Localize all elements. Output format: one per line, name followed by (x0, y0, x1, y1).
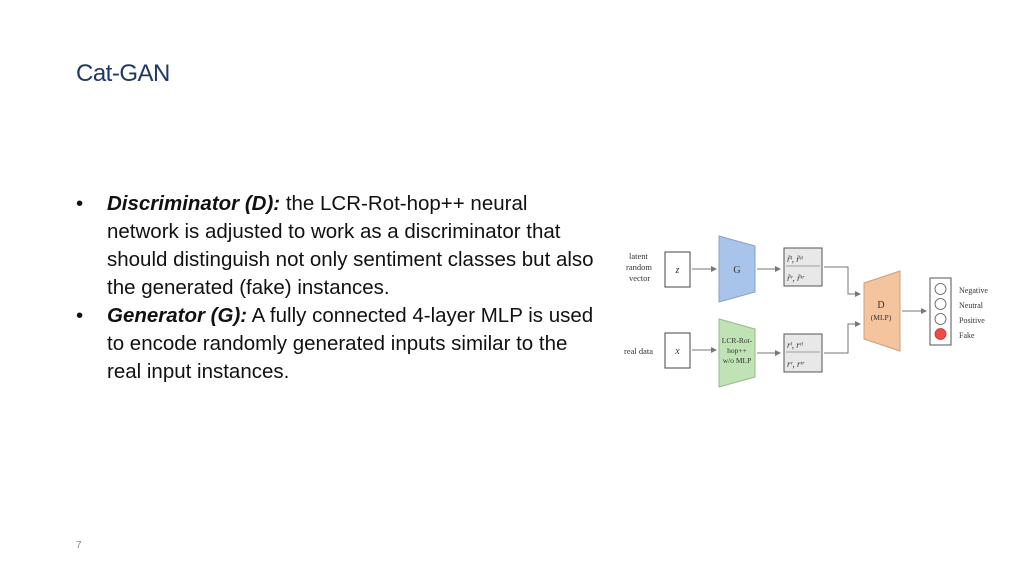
positive-node (934, 313, 947, 325)
page-number: 7 (76, 540, 82, 551)
x-symbol: x (674, 346, 680, 357)
neutral-node (934, 298, 947, 310)
svg-text:rˡ, rᵗˡ: rˡ, rᵗˡ (787, 340, 803, 350)
lcr-label-line: w/o MLP (723, 356, 752, 365)
connector (824, 321, 861, 354)
class-label: Negative (959, 286, 988, 295)
negative-node (934, 283, 947, 295)
svg-text:rʳ, rᵗʳ: rʳ, rᵗʳ (787, 359, 805, 369)
latent-label-line: latent (629, 251, 649, 261)
latent-label-line: vector (629, 273, 650, 283)
catgan-diagram: latent random vector real data z x G LCR… (624, 235, 988, 388)
svg-text:r̃ˡ, r̃ᵗˡ: r̃ˡ, r̃ᵗˡ (787, 254, 803, 264)
connector (824, 266, 861, 297)
lcr-block (718, 318, 756, 388)
svg-text:r̃ʳ, r̃ᵗʳ: r̃ʳ, r̃ᵗʳ (787, 273, 805, 283)
bullet-text: the LCR-Rot-hop++ neural network is adju… (107, 192, 594, 299)
bullet-generator: • Generator (G): A fully connected 4-laye… (76, 302, 596, 386)
discriminator-label: D (877, 300, 884, 311)
z-symbol: z (675, 265, 680, 276)
fake-node (934, 328, 947, 340)
discriminator-block (863, 270, 901, 352)
bullet-list: • Discriminator (D): the LCR-Rot-hop++ ne… (76, 190, 596, 386)
bullet-dot: • (76, 192, 84, 215)
class-label: Neutral (959, 301, 984, 310)
real-data-label: real data (624, 346, 653, 356)
bullet-text: A fully connected 4-layer MLP is used to… (107, 304, 594, 383)
bullet-dot: • (76, 304, 84, 327)
output-box (929, 277, 952, 346)
class-label: Positive (959, 316, 985, 325)
latent-label-line: random (626, 262, 652, 272)
z-box (664, 251, 691, 288)
bullet-label: Discriminator (D): (107, 192, 281, 215)
real-representation-box (783, 333, 823, 373)
x-box (664, 332, 691, 369)
bullet-label: Generator (G): (107, 304, 248, 327)
class-label: Fake (959, 331, 975, 340)
generator-block (718, 235, 756, 303)
bullet-discriminator: • Discriminator (D): the LCR-Rot-hop++ ne… (76, 190, 596, 302)
lcr-label-line: hop++ (727, 346, 747, 355)
discriminator-sublabel: (MLP) (871, 313, 892, 322)
lcr-label-line: LCR-Rot- (722, 336, 753, 345)
slide-title: Cat-GAN (76, 60, 170, 87)
generator-label: G (733, 265, 740, 276)
fake-representation-box (783, 247, 823, 287)
